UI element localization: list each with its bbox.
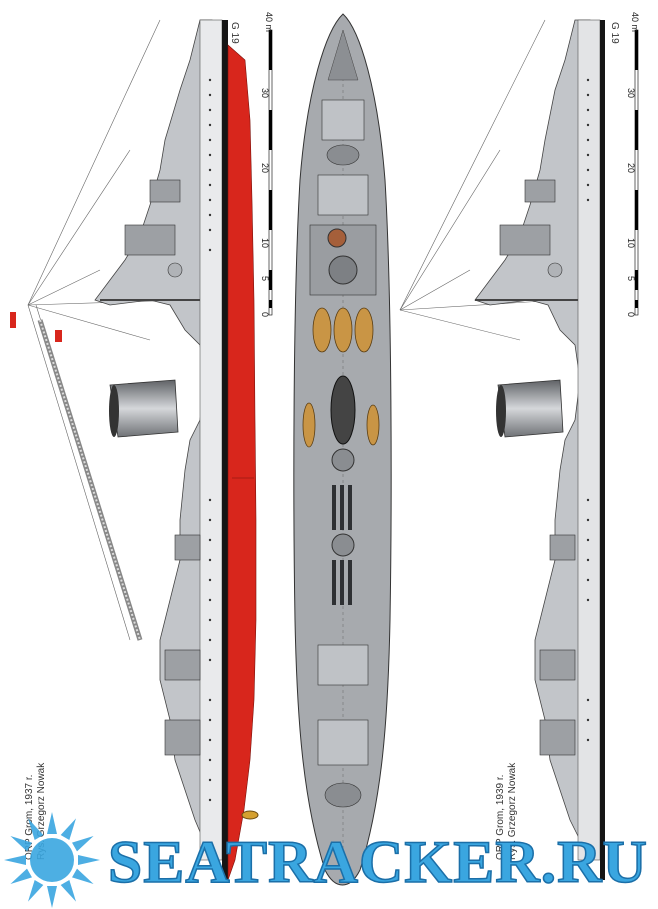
scale-label: 0: [626, 312, 636, 317]
funnel: [496, 379, 564, 438]
torpedo-tubes: [332, 485, 352, 605]
funnel-top: [330, 375, 356, 445]
scale-label: 30: [260, 88, 270, 98]
gun-turret-1: [321, 99, 365, 141]
rigging-lines: [27, 19, 186, 641]
caption-right: ORP Grom, 1939 r. Rys. Grzegorz Nowak: [495, 762, 518, 860]
scale-label: 20: [626, 163, 636, 173]
boot-topping: [600, 20, 605, 880]
profile-1937: [10, 19, 259, 881]
plan-view: [293, 13, 392, 886]
scale-bar-left: [268, 29, 273, 316]
gun-turret-2: [317, 174, 369, 216]
scale-label: 30: [626, 88, 636, 98]
scale-labels-right: 40 m 30 20 10 5 0: [626, 12, 640, 317]
watermark-text: SEATRACKER.RU: [108, 829, 648, 895]
scale-label: 10: [626, 238, 636, 248]
portholes: [208, 78, 212, 802]
boot-topping: [222, 20, 228, 880]
scale-labels-left: 40 m 30 20 10 5 0: [260, 12, 274, 317]
caption-author: Rys. Grzegorz Nowak: [507, 762, 518, 860]
profile-1939: [399, 19, 605, 880]
hull-red: [227, 44, 257, 881]
scale-label: 5: [260, 276, 270, 281]
scale-label: 20: [260, 163, 270, 173]
caption-title: ORP Grom, 1937 r.: [24, 775, 35, 860]
gun-turret-4: [317, 719, 369, 766]
propeller: [241, 810, 259, 820]
gun-mounts: [499, 179, 576, 756]
hull-mark: G 19: [609, 22, 620, 44]
scale-bar-right: [634, 29, 639, 316]
flag: [10, 312, 16, 328]
scale-label: 40 m: [630, 12, 640, 32]
funnel: [109, 379, 179, 438]
antenna-ladder: [37, 319, 143, 641]
hull-side: [577, 19, 601, 861]
watermark: SEATRACKER.RU: [4, 812, 648, 908]
scale-label: 0: [260, 312, 270, 317]
caption-left: ORP Grom, 1937 r. Rys. Grzegorz Nowak: [24, 762, 47, 860]
hull-mark: G 19: [229, 22, 240, 44]
scale-label: 5: [626, 276, 636, 281]
scale-label: 40 m: [264, 12, 274, 32]
rigging-lines: [399, 19, 561, 341]
hull-side: [199, 19, 223, 861]
gun-turret-3: [317, 644, 369, 686]
portholes: [586, 78, 590, 742]
flag: [55, 330, 62, 342]
scale-label: 10: [260, 238, 270, 248]
lifeboats: [302, 307, 380, 448]
sun-logo-icon: [4, 812, 100, 908]
caption-author: Rys. Grzegorz Nowak: [36, 762, 47, 860]
gun-mounts: [124, 179, 201, 756]
caption-title: ORP Grom, 1939 r.: [495, 775, 506, 860]
